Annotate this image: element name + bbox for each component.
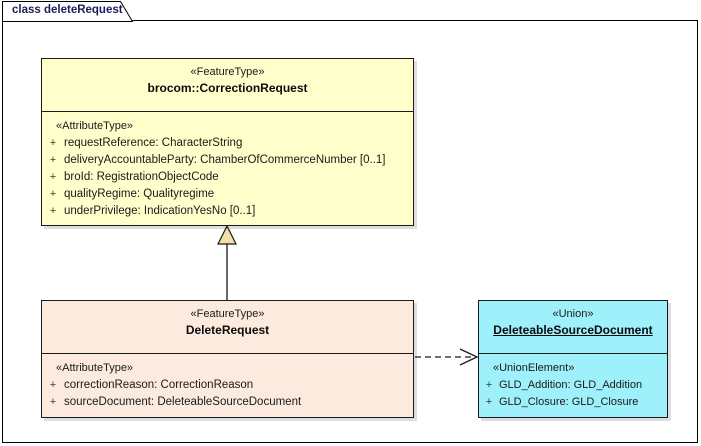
attribute-text: correctionReason: CorrectionReason [64,379,254,391]
visibility-marker: + [49,171,57,183]
visibility-marker: + [49,137,57,149]
attributes-compartment: «AttributeType» + correctionReason: Corr… [42,354,413,417]
compartment-stereotype: «AttributeType» [56,362,134,374]
diagram-frame-tab: class deleteRequest [2,1,133,22]
attribute-row[interactable]: + underPrivilege: IndicationYesNo [0..1] [42,203,409,220]
attribute-row[interactable]: + broId: RegistrationObjectCode [42,169,409,186]
class-stereotype: «FeatureType» [190,308,265,320]
compartment-divider [42,111,413,112]
attribute-text: qualityRegime: Qualityregime [64,188,215,200]
class-stereotype: «Union» [552,308,594,320]
class-stereotype: «FeatureType» [190,66,265,78]
class-header-deleteable-source-document: «Union» DeleteableSourceDocument [479,301,667,353]
attributes-compartment: «AttributeType» + requestReference: Char… [42,112,413,226]
attribute-row[interactable]: + qualityRegime: Qualityregime [42,186,409,203]
compartment-divider [42,353,413,354]
visibility-marker: + [49,154,57,166]
attribute-row[interactable]: + GLD_Addition: GLD_Addition [479,377,663,394]
class-name: DeleteableSourceDocument [493,323,653,337]
attribute-text: GLD_Addition: GLD_Addition [499,379,643,391]
compartment-stereotype: «UnionElement» [493,362,575,374]
compartment-stereotype: «AttributeType» [56,120,134,132]
attribute-row[interactable]: + deliveryAccountableParty: ChamberOfCom… [42,152,409,169]
class-box-delete-request[interactable]: «FeatureType» DeleteRequest «AttributeTy… [41,300,414,418]
class-box-correction-request[interactable]: «FeatureType» brocom::CorrectionRequest … [41,58,414,226]
class-name: DeleteRequest [185,323,270,337]
class-name: brocom::CorrectionRequest [147,81,308,95]
diagram-title: class deleteRequest [12,4,123,16]
visibility-marker: + [49,379,57,391]
compartment-divider [479,353,667,354]
attribute-text: sourceDocument: DeleteableSourceDocument [64,396,302,408]
class-header-correction-request: «FeatureType» brocom::CorrectionRequest [42,59,413,111]
attribute-text: underPrivilege: IndicationYesNo [0..1] [64,205,256,217]
attribute-row[interactable]: + sourceDocument: DeleteableSourceDocume… [42,394,409,411]
attribute-row[interactable]: + GLD_Closure: GLD_Closure [479,394,663,411]
attribute-text: requestReference: CharacterString [64,137,243,149]
visibility-marker: + [49,205,57,217]
visibility-marker: + [49,188,57,200]
visibility-marker: + [485,396,493,408]
class-header-delete-request: «FeatureType» DeleteRequest [42,301,413,353]
attribute-row[interactable]: + correctionReason: CorrectionReason [42,377,409,394]
attribute-row[interactable]: + requestReference: CharacterString [42,135,409,152]
attributes-compartment: «UnionElement» + GLD_Addition: GLD_Addit… [479,354,667,417]
attribute-text: broId: RegistrationObjectCode [64,171,219,183]
frame-tab-outline [2,1,133,22]
attribute-text: deliveryAccountableParty: ChamberOfComme… [64,154,386,166]
class-box-deleteable-source-document[interactable]: «Union» DeleteableSourceDocument «UnionE… [478,300,668,418]
visibility-marker: + [485,379,493,391]
attribute-text: GLD_Closure: GLD_Closure [499,396,639,408]
visibility-marker: + [49,396,57,408]
